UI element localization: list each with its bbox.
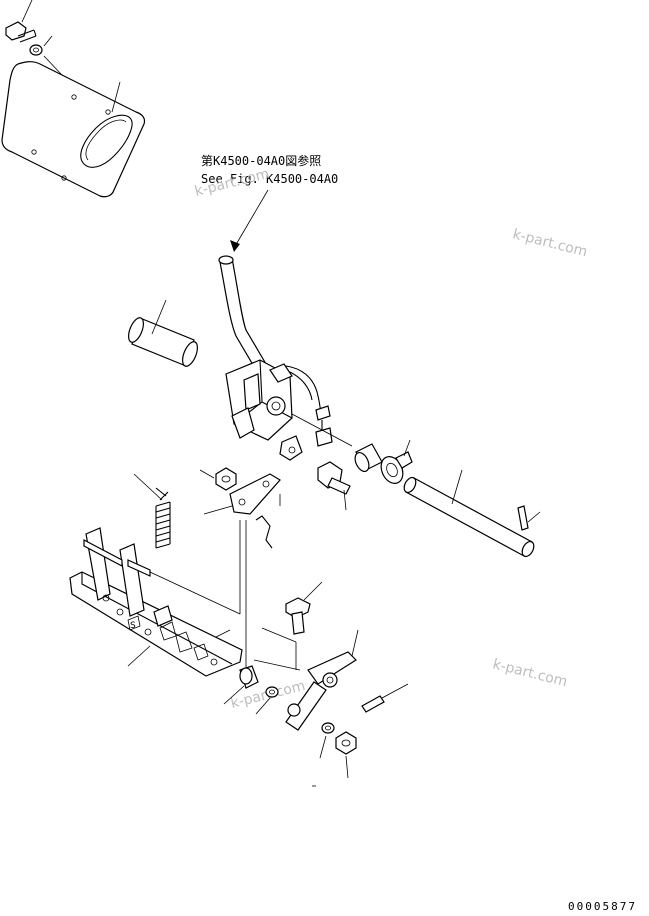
wire-harness: [285, 365, 333, 447]
spring-clip: [255, 515, 273, 549]
cover-plate: [1, 61, 146, 198]
leader-line: [451, 469, 463, 505]
reference-leader: [233, 189, 269, 249]
base-plate: S: [69, 527, 243, 677]
cover-plate-group: [1, 0, 146, 198]
reference-arrow: [230, 240, 240, 252]
leader-line: [133, 473, 163, 501]
bolt-top-left: [5, 21, 37, 43]
washer-hole: [33, 47, 39, 53]
leader-line: [203, 505, 233, 515]
hex-nut: [335, 731, 357, 779]
leader-line: [403, 439, 411, 457]
leader-line: [223, 685, 245, 705]
washer-bottom-right: [319, 722, 335, 759]
leader-line: [199, 469, 215, 479]
bushing: [354, 443, 383, 473]
leader-line: [351, 629, 359, 657]
control-lever: [218, 255, 267, 371]
link-plate: [203, 473, 281, 515]
leader-line: [291, 413, 353, 447]
watermark: k-part.com: [193, 166, 271, 200]
shaft-key: [517, 505, 541, 531]
leader-line: [255, 697, 271, 715]
leader-line: [127, 645, 151, 667]
leader-line: [151, 299, 167, 335]
watermark: k-part.com: [511, 226, 589, 260]
washer-bottom-left: [255, 686, 279, 715]
reference-note-jp: 第K4500-04A0図参照: [201, 153, 321, 168]
leader-line: [319, 735, 327, 759]
leader-line: [345, 755, 349, 779]
leader-line: [21, 0, 33, 23]
cylinder-sleeve: [128, 299, 198, 367]
leader-line: [303, 581, 323, 601]
clevis-pin: [361, 683, 409, 713]
leader-line: [343, 489, 347, 511]
leader-line: [527, 511, 541, 523]
bolt-center: [317, 461, 351, 511]
watermark: k-part.com: [491, 656, 569, 690]
lever-bracket: [225, 359, 303, 461]
leader-line: [43, 35, 53, 47]
coil-spring: [133, 473, 171, 549]
leader-line: [111, 81, 121, 113]
long-shaft: [403, 469, 535, 558]
reference-note-en: See Fig. K4500-04A0: [201, 172, 338, 186]
small-nut: [199, 467, 237, 491]
lower-lever: [285, 629, 359, 731]
drawing-number: 00005877: [568, 900, 637, 913]
plate-marking: S: [130, 621, 136, 631]
guide-lines: [149, 494, 301, 672]
leader-line: [381, 683, 409, 699]
washer-top-left: [29, 44, 43, 56]
collar: [380, 439, 413, 484]
stud-bolt: [223, 665, 259, 705]
flange-bolt: [285, 581, 323, 635]
